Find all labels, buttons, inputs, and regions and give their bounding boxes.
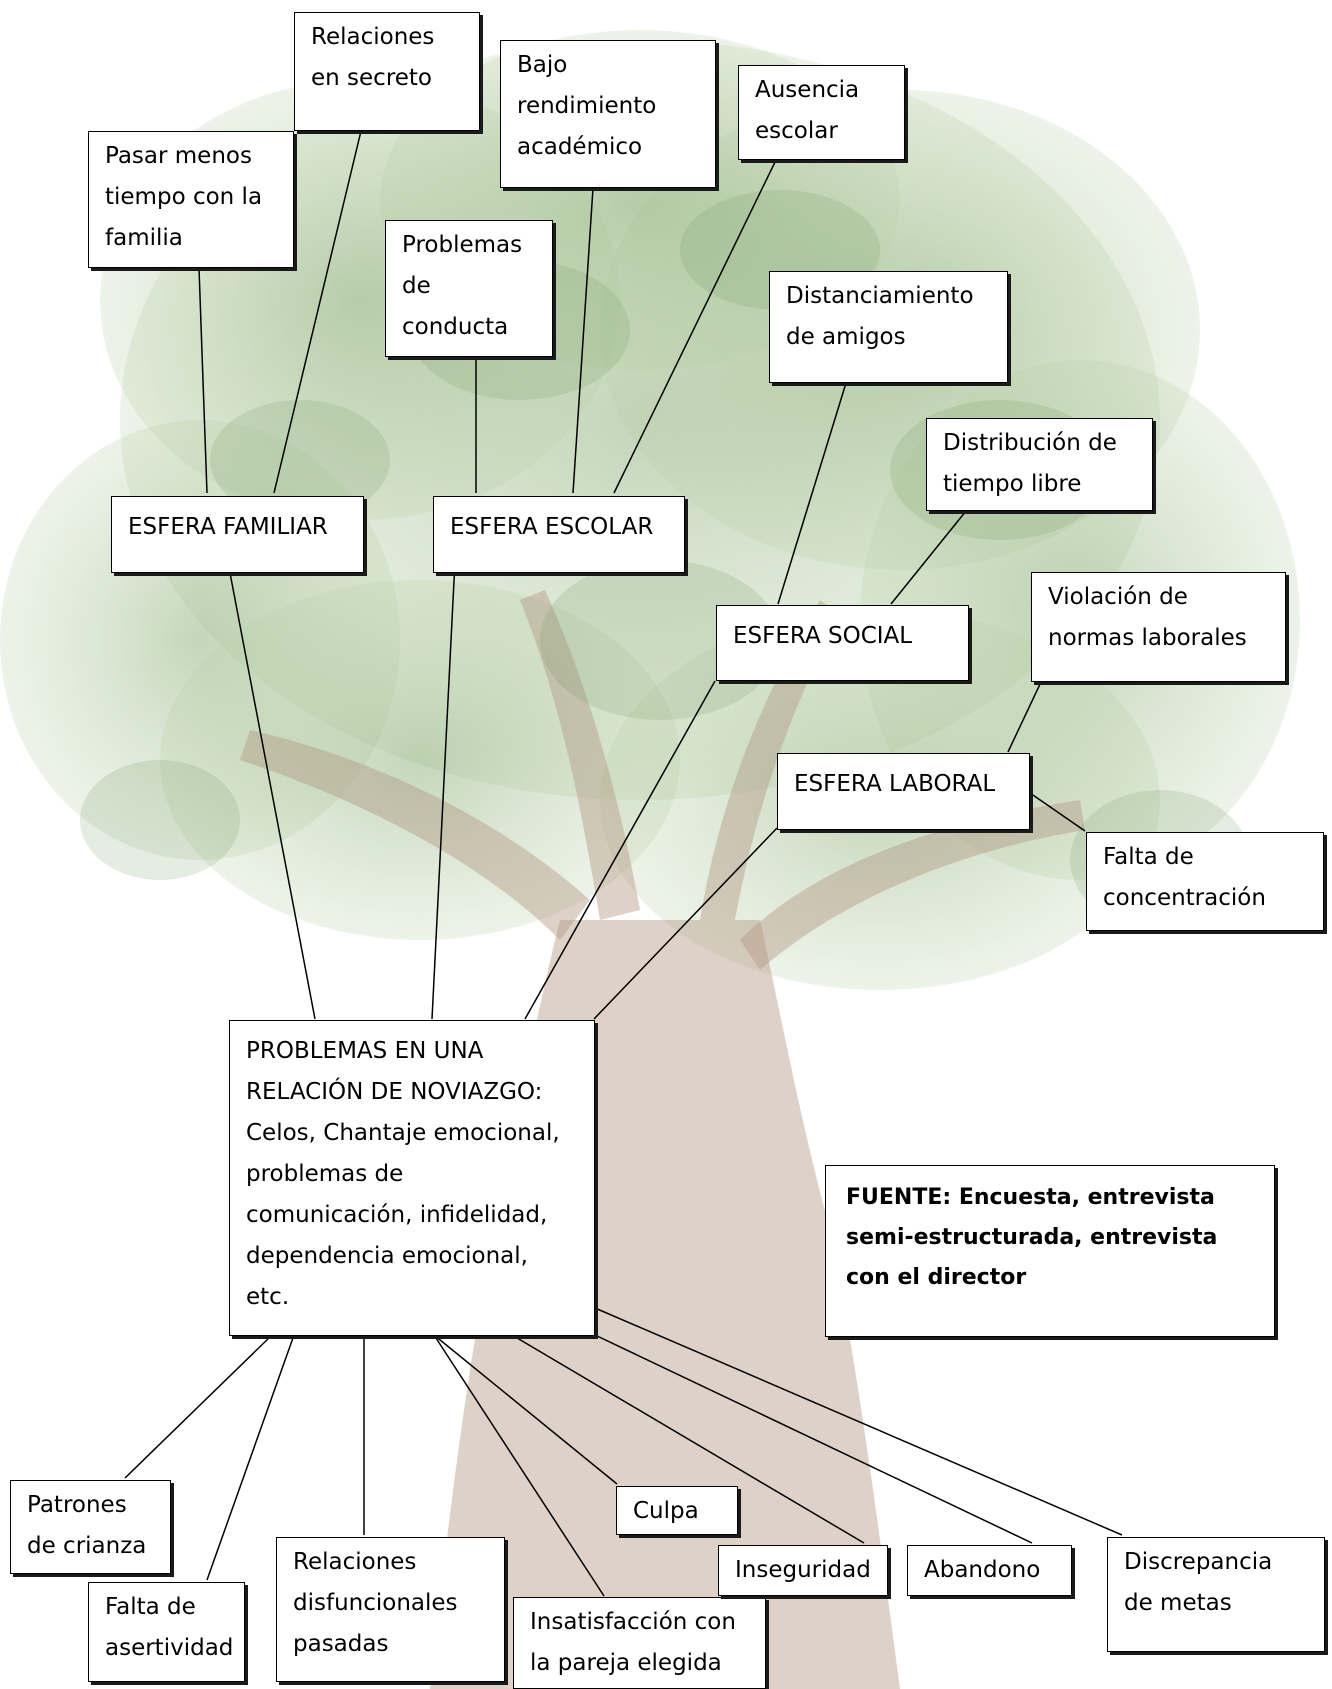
node-patrones-de-crianza: Patrones de crianza — [10, 1480, 171, 1574]
connector-social-distanciamiento — [777, 382, 847, 605]
node-inseguridad: Inseguridad — [718, 1545, 888, 1596]
node-esfera-laboral: ESFERA LABORAL — [777, 753, 1030, 830]
connector-center-laboral — [593, 827, 778, 1020]
connector-laboral-violacion — [1007, 681, 1042, 753]
node-ausencia-escolar: Ausencia escolar — [738, 65, 905, 160]
node-distribucion-tiempo-libre: Distribución de tiempo libre — [926, 418, 1153, 511]
node-problemas-relacion-noviazgo: PROBLEMAS EN UNA RELACIÓN DE NOVIAZGO: C… — [229, 1020, 595, 1336]
node-pasar-menos-tiempo: Pasar menos tiempo con la familia — [88, 131, 294, 268]
node-fuente: FUENTE: Encuesta, entrevista semi-estruc… — [825, 1165, 1275, 1337]
node-esfera-escolar: ESFERA ESCOLAR — [433, 496, 685, 573]
connector-center-patrones — [124, 1334, 273, 1479]
connector-laboral-falta-concentracion — [1029, 792, 1086, 832]
node-bajo-rendimiento-academico: Bajo rendimiento académico — [500, 40, 716, 188]
node-culpa: Culpa — [616, 1486, 738, 1535]
connector-center-abandono — [594, 1334, 1033, 1544]
connector-escolar-bajo-rendimiento — [572, 187, 594, 494]
node-relaciones-disfuncionales-pasadas: Relaciones disfuncionales pasadas — [276, 1537, 505, 1682]
connector-familiar-pasar-menos — [198, 267, 208, 494]
node-insatisfaccion-pareja: Insatisfacción con la pareja elegida — [513, 1597, 766, 1689]
node-esfera-social: ESFERA SOCIAL — [716, 605, 969, 681]
node-distanciamiento-de-amigos: Distanciamiento de amigos — [769, 271, 1008, 383]
connector-center-social — [524, 680, 716, 1020]
connector-center-falta-asertividad — [206, 1334, 295, 1581]
connector-center-culpa — [433, 1334, 618, 1485]
connector-social-distribucion — [890, 510, 967, 605]
node-relaciones-en-secreto: Relaciones en secreto — [294, 12, 480, 131]
connector-center-inseguridad — [511, 1334, 865, 1544]
node-falta-de-asertividad: Falta de asertividad — [88, 1582, 245, 1682]
node-abandono: Abandono — [907, 1545, 1072, 1596]
connector-center-familiar — [229, 572, 316, 1020]
connector-center-insatisfaccion — [433, 1334, 605, 1597]
node-falta-de-concentracion: Falta de concentración — [1086, 832, 1324, 931]
node-esfera-familiar: ESFERA FAMILIAR — [111, 496, 364, 573]
node-problemas-de-conducta: Problemas de conducta — [385, 220, 553, 357]
connector-escolar-ausencia — [613, 159, 777, 494]
node-discrepancia-de-metas: Discrepancia de metas — [1107, 1537, 1325, 1652]
connector-familiar-relaciones-secreto — [273, 130, 362, 494]
node-violacion-normas-laborales: Violación de normas laborales — [1031, 572, 1286, 682]
connector-center-discrepancia — [594, 1307, 1123, 1536]
connector-center-escolar — [431, 540, 457, 1020]
tree-foliage — [0, 30, 1300, 990]
